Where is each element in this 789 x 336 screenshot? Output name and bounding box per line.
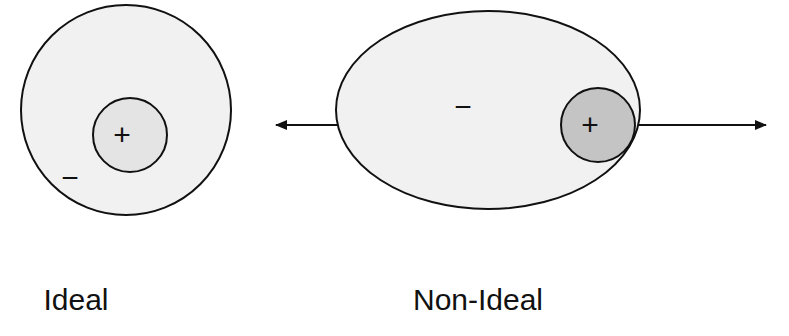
charge-sign: − bbox=[454, 92, 472, 122]
charge-sign: + bbox=[581, 110, 599, 140]
figure-caption: Non-Ideal bbox=[413, 285, 543, 315]
charge-sign: − bbox=[61, 163, 79, 193]
stretch-arrow bbox=[637, 124, 766, 126]
charge-sign: + bbox=[113, 120, 131, 150]
ideal-inner-circle: + bbox=[92, 97, 168, 173]
ideal-outer-circle: −+ bbox=[20, 4, 232, 216]
nonideal-ellipse: −+ bbox=[335, 10, 641, 210]
nonideal-inner-circle: + bbox=[560, 87, 636, 163]
figure-caption: Ideal bbox=[43, 285, 108, 315]
